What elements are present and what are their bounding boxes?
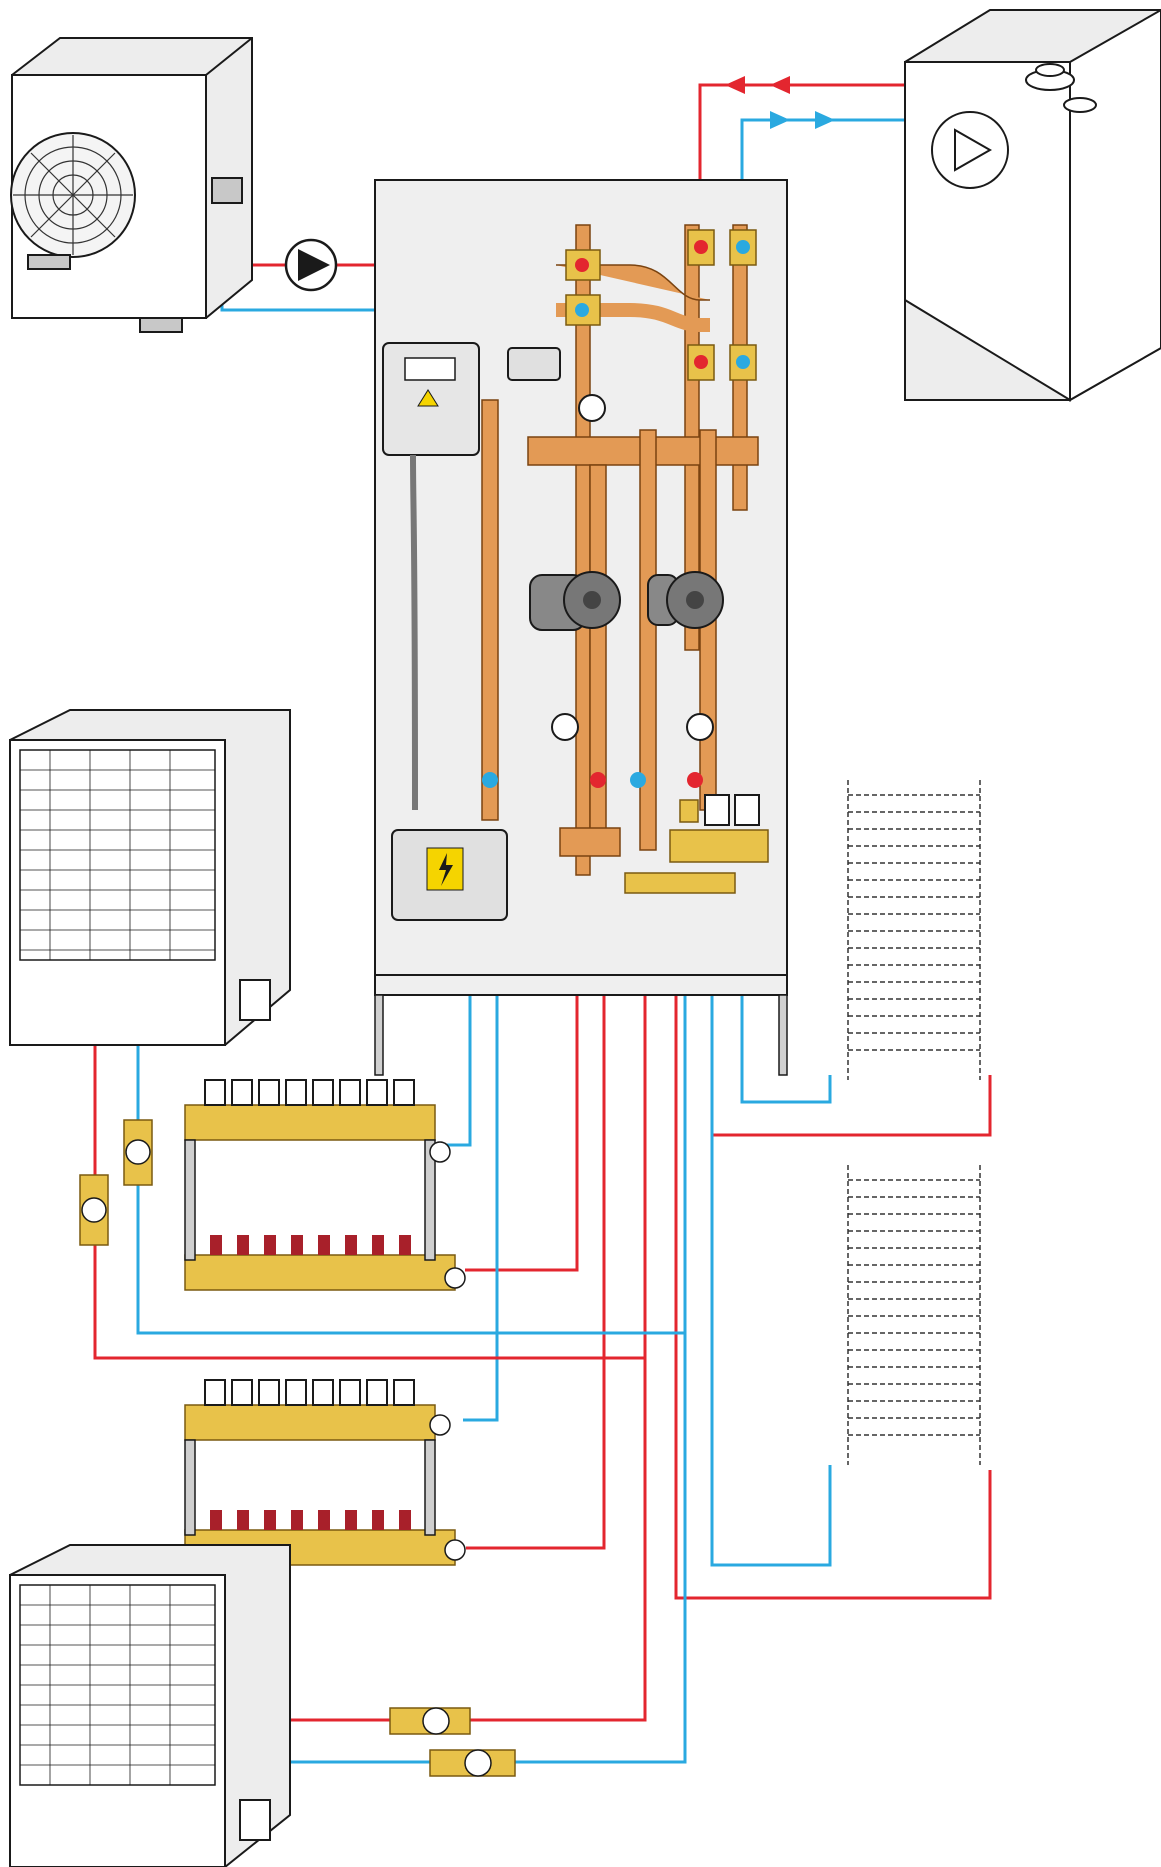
manifold-1-flow-meters (210, 1235, 411, 1255)
fan-coil-unit-2 (9, 1544, 291, 1867)
ball-valves (482, 229, 757, 788)
outdoor-heat-pump-unit (10, 37, 253, 333)
return-pipe-radiator-1 (740, 900, 832, 1104)
return-pipe-radiator-2 (710, 900, 832, 1567)
return-arrow-icon (815, 111, 835, 129)
supply-pipe-radiator-2 (674, 880, 992, 1600)
manifold-2-bracket-left (184, 1439, 196, 1536)
manifold-2-gauge-icon (444, 1539, 466, 1561)
fan-coil-1-grille-pattern (20, 750, 215, 960)
manifold-1-actuators (204, 1079, 415, 1106)
return-pipe-manifold-2 (463, 930, 499, 1422)
copper-pipe-zone-3 (639, 429, 657, 851)
mixing-group-manifold (669, 829, 769, 863)
gauge-icon (551, 713, 579, 741)
boiler-circulator-icon (931, 111, 1009, 189)
cabinet-leg-right (778, 994, 788, 1076)
warning-triangle-icon (417, 389, 439, 407)
manifold-1-bracket-left (184, 1139, 196, 1261)
circulator-pumps (529, 571, 724, 631)
supply-pipe-fan-coil-1 (93, 880, 647, 1360)
outdoor-unit-foot-left (27, 254, 71, 270)
floor-heating-manifold-2 (184, 1379, 466, 1566)
controller-cable-conduit (410, 454, 418, 811)
thermostatic-head (704, 794, 730, 826)
small-distribution-manifold (624, 872, 736, 894)
gauge-icon (578, 394, 606, 422)
circulator-pump-icon (284, 238, 338, 292)
manifold-2-bracket-right (424, 1439, 436, 1536)
mixing-valve-actuator (507, 347, 561, 381)
cabinet-leg-left (374, 994, 384, 1076)
manifold-2-return-bar (184, 1404, 436, 1441)
outdoor-unit-connection-box (211, 177, 243, 204)
fan-icon (13, 135, 133, 255)
gauge-icon (686, 713, 714, 741)
manifold-1-bracket-right (424, 1139, 436, 1261)
valve-zone-4-icon (687, 772, 703, 788)
manifold-2-flow-meters (210, 1510, 411, 1530)
supply-pipe-manifold-1 (465, 865, 579, 1272)
fan-coil-1-control-icon (239, 979, 271, 1021)
controller-display (404, 357, 456, 381)
manifold-1-gauge-icon (429, 1141, 451, 1163)
outdoor-unit-foot-right (139, 317, 183, 333)
supply-pipe-manifold-2 (466, 865, 606, 1550)
valve-zone-1-icon (482, 772, 498, 788)
fan-coil-2-grille-pattern (20, 1585, 215, 1785)
manifold-1-gauge-icon (444, 1267, 466, 1289)
manifold-1-return-bar (184, 1104, 436, 1141)
towel-radiator-1 (847, 780, 981, 1080)
fan-coil-1-grille (19, 749, 216, 961)
supply-pipe-boiler (698, 83, 905, 220)
fan-coil-1-valves (79, 1119, 153, 1246)
fan-coil-2-control-icon (239, 1799, 271, 1841)
manifold-2-gauge-icon (429, 1414, 451, 1436)
thermostatic-head (734, 794, 760, 826)
floor-heating-manifold-1 (184, 1079, 466, 1291)
manifold-1-supply-bar (184, 1254, 456, 1291)
boiler-unit (904, 8, 1161, 402)
hydraulic-station-cabinet (374, 179, 788, 1076)
supply-arrow-icon (770, 76, 790, 94)
manifold-2-actuators (204, 1379, 415, 1406)
boiler-side (1069, 8, 1161, 402)
return-pipe-manifold-1 (445, 930, 472, 1147)
zone-outlet-header (559, 827, 621, 857)
valve-zone-3-icon (630, 772, 646, 788)
return-arrow-icon (770, 111, 790, 129)
towel-radiator-2 (847, 1165, 981, 1465)
return-pipe-fan-coil-2 (287, 1333, 687, 1764)
copper-pipe-heat-pump-out (556, 303, 710, 332)
supply-arrow-icon (725, 76, 745, 94)
fan-coil-2-valves (389, 1707, 516, 1777)
flow-arrows (725, 76, 835, 129)
copper-pipe-zone-1 (481, 399, 499, 821)
fan-coil-unit-1 (9, 709, 291, 1046)
valve-zone-2-icon (590, 772, 606, 788)
gauges (551, 394, 714, 741)
